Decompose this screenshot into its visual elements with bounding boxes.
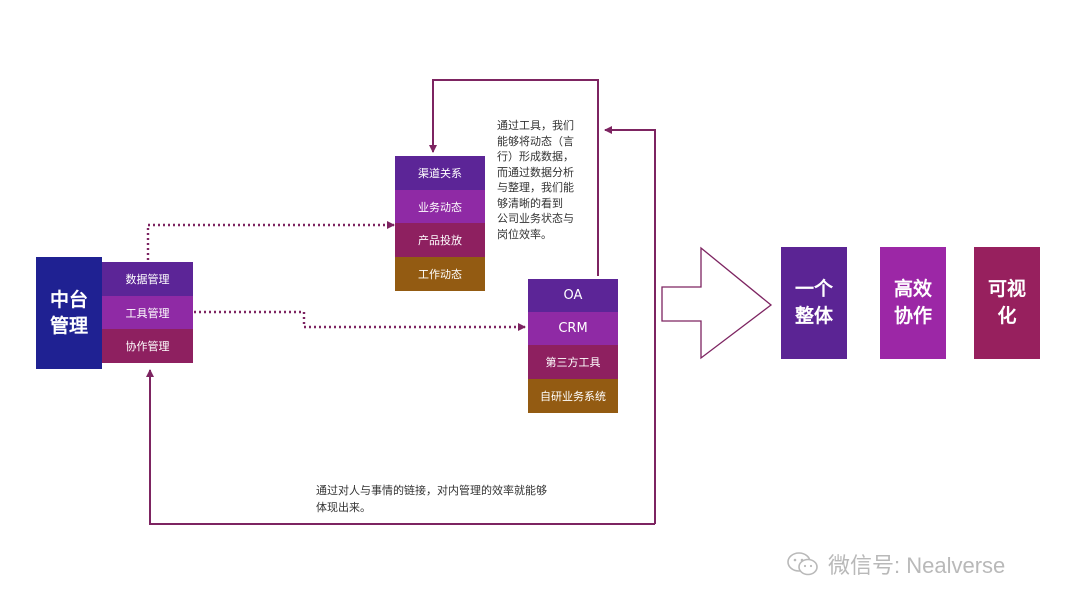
dotted-arrow-data-to-channel	[146, 221, 395, 260]
channel-item-product: 产品投放	[395, 223, 485, 257]
hub-item-collab: 协作管理	[102, 329, 193, 363]
bottom-note-line: 体现出来。	[316, 501, 371, 514]
top-note-line: 岗位效率。	[497, 227, 552, 241]
watermark: 微信号: Nealverse	[786, 549, 1005, 579]
hub-item-label: 工具管理	[125, 306, 170, 320]
hub-item-label: 协作管理	[125, 340, 170, 353]
outcome-line1: 可视	[987, 278, 1026, 300]
hub-title-line1: 中台	[49, 289, 88, 311]
outcome-box-visualization: 可视 化	[974, 247, 1040, 359]
channel-item-relations: 渠道关系	[395, 156, 485, 190]
channel-item-work: 工作动态	[395, 257, 485, 291]
top-note-line: 与整理，我们能	[497, 181, 574, 194]
tool-item-in-house: 自研业务系统	[528, 379, 618, 413]
hub-item-label: 数据管理	[125, 273, 170, 286]
outcome-line1: 一个	[794, 278, 833, 300]
channel-item-label: 业务动态	[418, 200, 462, 214]
tool-item-crm: CRM	[528, 312, 618, 345]
dotted-arrow-tools-to-oa	[194, 310, 526, 331]
tool-item-label: CRM	[558, 321, 588, 336]
channel-item-label: 工作动态	[418, 268, 462, 281]
outcome-line2: 化	[997, 305, 1017, 327]
top-note-line: 通过工具，我们	[497, 119, 574, 132]
top-note-line: 够清晰的看到	[497, 196, 563, 210]
outcome-box-whole: 一个 整体	[781, 247, 847, 359]
outcome-line1: 高效	[893, 278, 932, 300]
tool-item-label: 自研业务系统	[540, 390, 606, 403]
hub-item-tools: 工具管理	[102, 296, 193, 329]
channel-item-label: 渠道关系	[418, 167, 462, 180]
outcome-box-collaboration: 高效 协作	[880, 247, 946, 359]
top-note-line: 行）形成数据，	[497, 150, 574, 163]
tool-item-oa: OA	[528, 279, 618, 312]
bottom-note-line: 通过对人与事情的链接，对内管理的效率就能够	[316, 484, 547, 497]
hub-box: 中台 管理	[36, 257, 102, 369]
top-note-line: 公司业务状态与	[497, 212, 574, 225]
channel-item-business: 业务动态	[395, 190, 485, 223]
loop-arrow-top	[429, 79, 599, 276]
big-outline-arrow	[661, 246, 773, 360]
tool-item-label: 第三方工具	[545, 356, 601, 369]
wechat-icon	[787, 552, 818, 576]
channel-item-label: 产品投放	[418, 234, 462, 247]
hub-title-line2: 管理	[49, 315, 88, 337]
feedback-arrow-bottom	[146, 369, 655, 525]
arrow-into-loop	[604, 126, 656, 524]
hub-item-data: 数据管理	[102, 262, 193, 296]
top-note-line: 而通过数据分析	[497, 165, 574, 179]
tool-item-label: OA	[563, 288, 583, 303]
bottom-note: 通过对人与事情的链接，对内管理的效率就能够 体现出来。	[316, 482, 596, 516]
outcome-line2: 整体	[794, 305, 833, 327]
watermark-text: 微信号: Nealverse	[828, 553, 1006, 578]
top-note-line: 能够将动态（言	[497, 134, 574, 148]
tool-item-third-party: 第三方工具	[528, 345, 618, 379]
top-note: 通过工具，我们 能够将动态（言 行）形成数据， 而通过数据分析 与整理，我们能 …	[497, 118, 597, 242]
outcome-line2: 协作	[893, 305, 932, 327]
